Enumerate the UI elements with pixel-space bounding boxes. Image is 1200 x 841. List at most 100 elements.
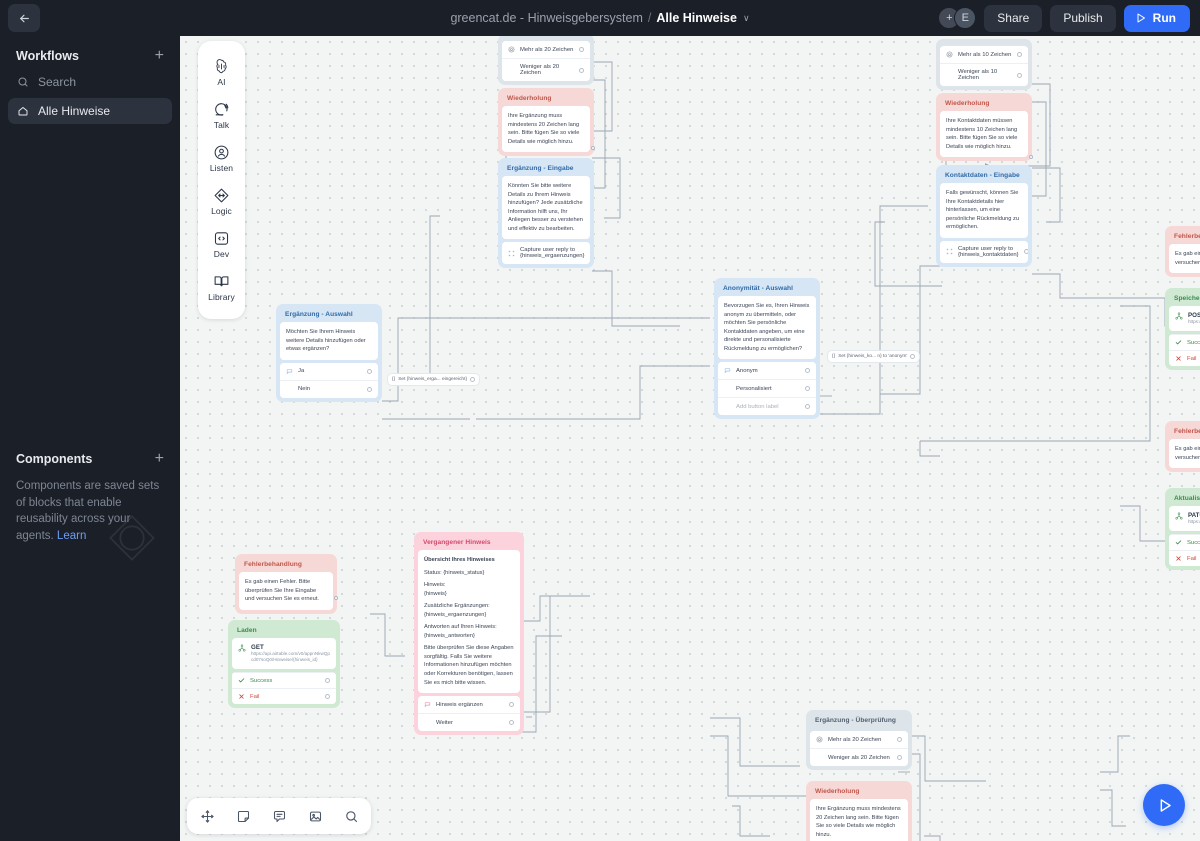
node-row-success[interactable]: Success: [1169, 334, 1200, 351]
node-ergaenzung-auswahl[interactable]: Ergänzung - Auswahl Möchten Sie Ihrem Hi…: [276, 304, 382, 402]
node-speichern[interactable]: Speichern POST https://a pcd07so: [1165, 288, 1200, 371]
output-port[interactable]: [325, 694, 330, 700]
add-workflow-button[interactable]: +: [154, 47, 164, 64]
palette-item-logic[interactable]: Logic: [198, 180, 245, 223]
body-line: Zusätzliche Ergänzungen:: [424, 603, 490, 610]
node-anonymitaet-auswahl[interactable]: Anonymität - Auswahl Bevorzugen Sie es, …: [714, 278, 820, 420]
node-ergaenzung-eingabe[interactable]: Ergänzung - Eingabe Könnten Sie bitte we…: [498, 158, 594, 269]
node-row-label: Personalisiert: [736, 385, 772, 392]
run-button[interactable]: Run: [1123, 4, 1190, 32]
output-port[interactable]: [1017, 52, 1022, 57]
output-port[interactable]: [579, 47, 584, 52]
image-icon[interactable]: [305, 806, 325, 826]
node-row-fail[interactable]: Fail: [1169, 350, 1200, 367]
palette-item-library[interactable]: Library: [198, 266, 245, 309]
node-row[interactable]: Mehr als 10 Zeichen: [940, 46, 1028, 63]
output-port[interactable]: [591, 146, 595, 150]
edge-label-set-hinweis-erg[interactable]: {} Set {hinweis_erga... eingereicht}: [388, 374, 480, 385]
node-row[interactable]: Ja: [280, 362, 378, 380]
node-body: Ihre Ergänzung muss mindestens 20 Zeiche…: [502, 106, 590, 153]
node-body: Könnten Sie bitte weitere Details zu Ihr…: [502, 176, 590, 240]
node-row[interactable]: Weniger als 20 Zeichen: [810, 748, 908, 766]
node-aktualisieren[interactable]: Aktualisieren PATCH https://a pcd07so: [1165, 488, 1200, 571]
api-url: https://api.airtable.com/v0/appnNkwQpcd0…: [251, 651, 330, 663]
add-button-label-row[interactable]: Add button label: [718, 397, 816, 416]
node-row[interactable]: Weiter: [418, 713, 520, 732]
output-port[interactable]: [805, 386, 810, 392]
workflow-canvas[interactable]: Mehr als 20 Zeichen Weniger als 20 Zeich…: [180, 36, 1200, 841]
node-fehlerbehandlung-right-2[interactable]: Fehlerbehan Es gab eine überprüfen versu…: [1165, 421, 1200, 473]
node-title: Laden: [237, 627, 257, 634]
output-port[interactable]: [1023, 249, 1028, 255]
api-head: GET https://api.airtable.com/v0/appnNkwQ…: [238, 644, 330, 663]
node-row-label: Mehr als 20 Zeichen: [828, 736, 882, 743]
output-port[interactable]: [334, 596, 338, 600]
node-fehlerbehandlung-left[interactable]: Fehlerbehandlung Es gab einen Fehler. Bi…: [235, 554, 338, 614]
note-icon[interactable]: [233, 806, 253, 826]
output-port[interactable]: [579, 67, 584, 73]
edge-port[interactable]: [470, 377, 476, 382]
node-row[interactable]: Hinweis ergänzen: [418, 696, 520, 714]
back-button[interactable]: [8, 4, 40, 32]
node-fehlerbehandlung-right-1[interactable]: Fehlerbehan Es gab eine überprüfen versu…: [1165, 226, 1200, 278]
node-ergaenzung-ueberpruefung-top[interactable]: Mehr als 20 Zeichen Weniger als 20 Zeich…: [498, 36, 594, 85]
output-port[interactable]: [805, 368, 810, 374]
node-laden[interactable]: Laden GET https://api.airtable.com/v0/ap…: [228, 620, 340, 709]
palette-item-ai[interactable]: AI: [198, 51, 245, 94]
node-row-success[interactable]: Success: [232, 672, 336, 689]
output-port[interactable]: [1017, 72, 1022, 78]
output-port[interactable]: [509, 720, 514, 726]
node-row-success[interactable]: Success: [1169, 534, 1200, 551]
node-ergaenzung-ueberpruefung-bottom[interactable]: Ergänzung - Überprüfung Mehr als 20 Zeic…: [806, 710, 912, 770]
breadcrumb-parent[interactable]: greencat.de - Hinweisgebersystem: [450, 11, 643, 25]
output-port[interactable]: [367, 368, 372, 374]
node-row[interactable]: Mehr als 20 Zeichen: [502, 41, 590, 58]
output-port[interactable]: [367, 386, 372, 392]
node-row[interactable]: Personalisiert: [718, 379, 816, 398]
node-row-label: Capture user reply to {hinweis_kontaktda…: [958, 245, 1019, 258]
output-port[interactable]: [509, 702, 514, 708]
node-wiederholung-1[interactable]: Wiederholung Ihre Ergänzung muss mindest…: [498, 88, 595, 157]
node-row[interactable]: Capture user reply to {hinweis_kontaktda…: [940, 240, 1028, 263]
learn-link[interactable]: Learn: [56, 530, 87, 543]
output-port[interactable]: [1029, 155, 1033, 159]
sidebar-item-alle-hinweise[interactable]: Alle Hinweise: [8, 98, 172, 124]
node-row-fail[interactable]: Fail: [1169, 550, 1200, 567]
add-port[interactable]: [805, 404, 810, 410]
edge-label-set-anonym[interactable]: {} Set {hinweis_ko... n} to 'anonym': [828, 351, 920, 362]
avatar[interactable]: E: [954, 7, 977, 29]
node-row[interactable]: Capture user reply to {hinweis_ergaenzun…: [502, 242, 590, 265]
move-icon[interactable]: [197, 806, 217, 826]
node-vergangener-hinweis[interactable]: Vergangener Hinweis Übersicht Ihres Hinw…: [414, 532, 524, 736]
breadcrumb-current[interactable]: Alle Hinweise: [656, 11, 737, 25]
palette-item-dev[interactable]: Dev: [198, 223, 245, 266]
output-port[interactable]: [325, 678, 330, 684]
output-port[interactable]: [897, 737, 902, 742]
edge-port[interactable]: [910, 354, 916, 359]
output-port[interactable]: [897, 755, 902, 760]
node-row[interactable]: Mehr als 20 Zeichen: [810, 731, 908, 748]
node-row-fail[interactable]: Fail: [232, 688, 336, 705]
palette-item-talk[interactable]: Talk: [198, 94, 245, 137]
node-rows: Success Fail: [1169, 334, 1200, 367]
node-row[interactable]: Nein: [280, 379, 378, 398]
share-button[interactable]: Share: [984, 4, 1043, 32]
publish-button[interactable]: Publish: [1050, 4, 1116, 32]
search-input[interactable]: Search: [0, 72, 180, 98]
comment-icon[interactable]: [269, 806, 289, 826]
diamond-arrows-icon: [214, 188, 229, 203]
node-row[interactable]: Anonym: [718, 362, 816, 380]
components-watermark-icon: [109, 515, 155, 561]
search-icon[interactable]: [341, 806, 361, 826]
chevron-down-icon[interactable]: ∨: [742, 12, 750, 23]
node-row[interactable]: Weniger als 20 Zeichen: [502, 58, 590, 81]
palette-item-listen[interactable]: Listen: [198, 137, 245, 180]
add-component-button[interactable]: +: [154, 450, 164, 467]
run-fab-button[interactable]: [1143, 784, 1185, 826]
node-row[interactable]: Weniger als 10 Zeichen: [940, 63, 1028, 86]
node-wiederholung-3[interactable]: Wiederholung Ihre Ergänzung muss mindest…: [806, 781, 912, 841]
node-wiederholung-2[interactable]: Wiederholung Ihre Kontaktdaten müssen mi…: [936, 93, 1033, 162]
node-kontakt-ueberpruefung-top[interactable]: Mehr als 10 Zeichen Weniger als 10 Zeich…: [936, 39, 1032, 90]
node-kontaktdaten-eingabe[interactable]: Kontaktdaten - Eingabe Falls gewünscht, …: [936, 165, 1032, 267]
edge-label-text: Set {hinweis_erga... eingereicht}: [398, 377, 468, 382]
